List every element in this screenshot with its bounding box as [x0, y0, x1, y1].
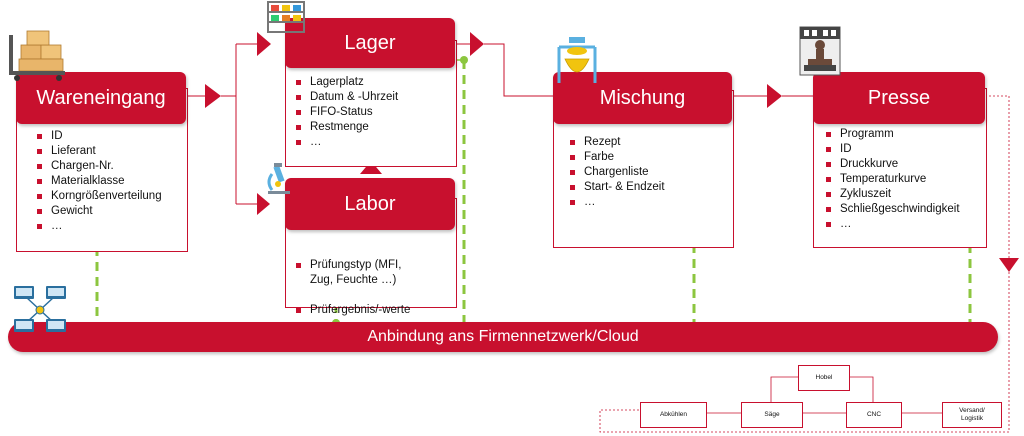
list-item: Chargen-Nr.	[35, 159, 162, 174]
arrow-to-branch	[205, 84, 221, 108]
arrow-labor-to-lager	[360, 161, 382, 174]
saege-box: Säge	[741, 402, 803, 428]
list-item: Restmenge	[294, 120, 398, 135]
labor-title: Labor	[285, 178, 455, 230]
list-item: Druckkurve	[824, 157, 960, 172]
list-item: Lieferant	[35, 144, 162, 159]
list-item: Chargenliste	[568, 165, 665, 180]
list-item: Farbe	[568, 150, 665, 165]
list-item: Start- & Endzeit	[568, 180, 665, 195]
lager-title: Lager	[285, 18, 455, 68]
list-item: Prüfergebnis/-werte	[294, 303, 410, 318]
pallet-jack-icon	[9, 30, 65, 81]
versand-box: Versand/ Logistik	[942, 402, 1002, 428]
arrow-to-labor	[257, 193, 270, 215]
microscope-icon	[267, 163, 290, 194]
list-item: Zykluszeit	[824, 187, 960, 202]
press-machine-icon	[799, 26, 841, 76]
presse-title: Presse	[813, 72, 985, 124]
arrow-lager-out	[470, 32, 484, 56]
arrow-to-presse	[767, 84, 782, 108]
list-item: ID	[824, 142, 960, 157]
hobel-box: Hobel	[798, 365, 850, 391]
list-item: Lagerplatz	[294, 75, 398, 90]
wareneingang-items: ID Lieferant Chargen-Nr. Materialklasse …	[35, 129, 162, 234]
warehouse-shelf-icon	[267, 1, 305, 33]
list-item: FIFO-Status	[294, 105, 398, 120]
list-item: ID	[35, 129, 162, 144]
list-item: Programm	[824, 127, 960, 142]
presse-items: Programm ID Druckkurve Temperaturkurve Z…	[824, 127, 960, 232]
arrow-to-lager	[257, 32, 271, 56]
list-item: Gewicht	[35, 204, 162, 219]
cnc-box: CNC	[846, 402, 902, 428]
abkuehlen-box: Abkühlen	[640, 402, 707, 428]
lager-items: Lagerplatz Datum & -Uhrzeit FIFO-Status …	[294, 75, 398, 150]
list-item: Prüfungstyp (MFI, Zug, Feuchte …)	[294, 258, 410, 288]
network-bar: Anbindung ans Firmennetzwerk/Cloud	[8, 322, 998, 352]
mischung-title: Mischung	[553, 72, 732, 124]
list-item: Temperaturkurve	[824, 172, 960, 187]
list-item: …	[35, 219, 162, 234]
list-item: Korngrößenverteilung	[35, 189, 162, 204]
arrow-to-downstream	[999, 258, 1019, 272]
mixer-icon	[557, 37, 597, 83]
list-item: Materialklasse	[35, 174, 162, 189]
network-computers-icon	[14, 286, 66, 332]
list-item: …	[568, 195, 665, 210]
list-item: …	[294, 135, 398, 150]
wareneingang-title: Wareneingang	[16, 72, 186, 124]
list-item: Rezept	[568, 135, 665, 150]
list-item: Schließgeschwindigkeit	[824, 202, 960, 217]
mischung-items: Rezept Farbe Chargenliste Start- & Endze…	[568, 135, 665, 210]
labor-items: Prüfungstyp (MFI, Zug, Feuchte …) Prüfer…	[294, 243, 410, 363]
list-item: Datum & -Uhrzeit	[294, 90, 398, 105]
list-item: …	[824, 217, 960, 232]
